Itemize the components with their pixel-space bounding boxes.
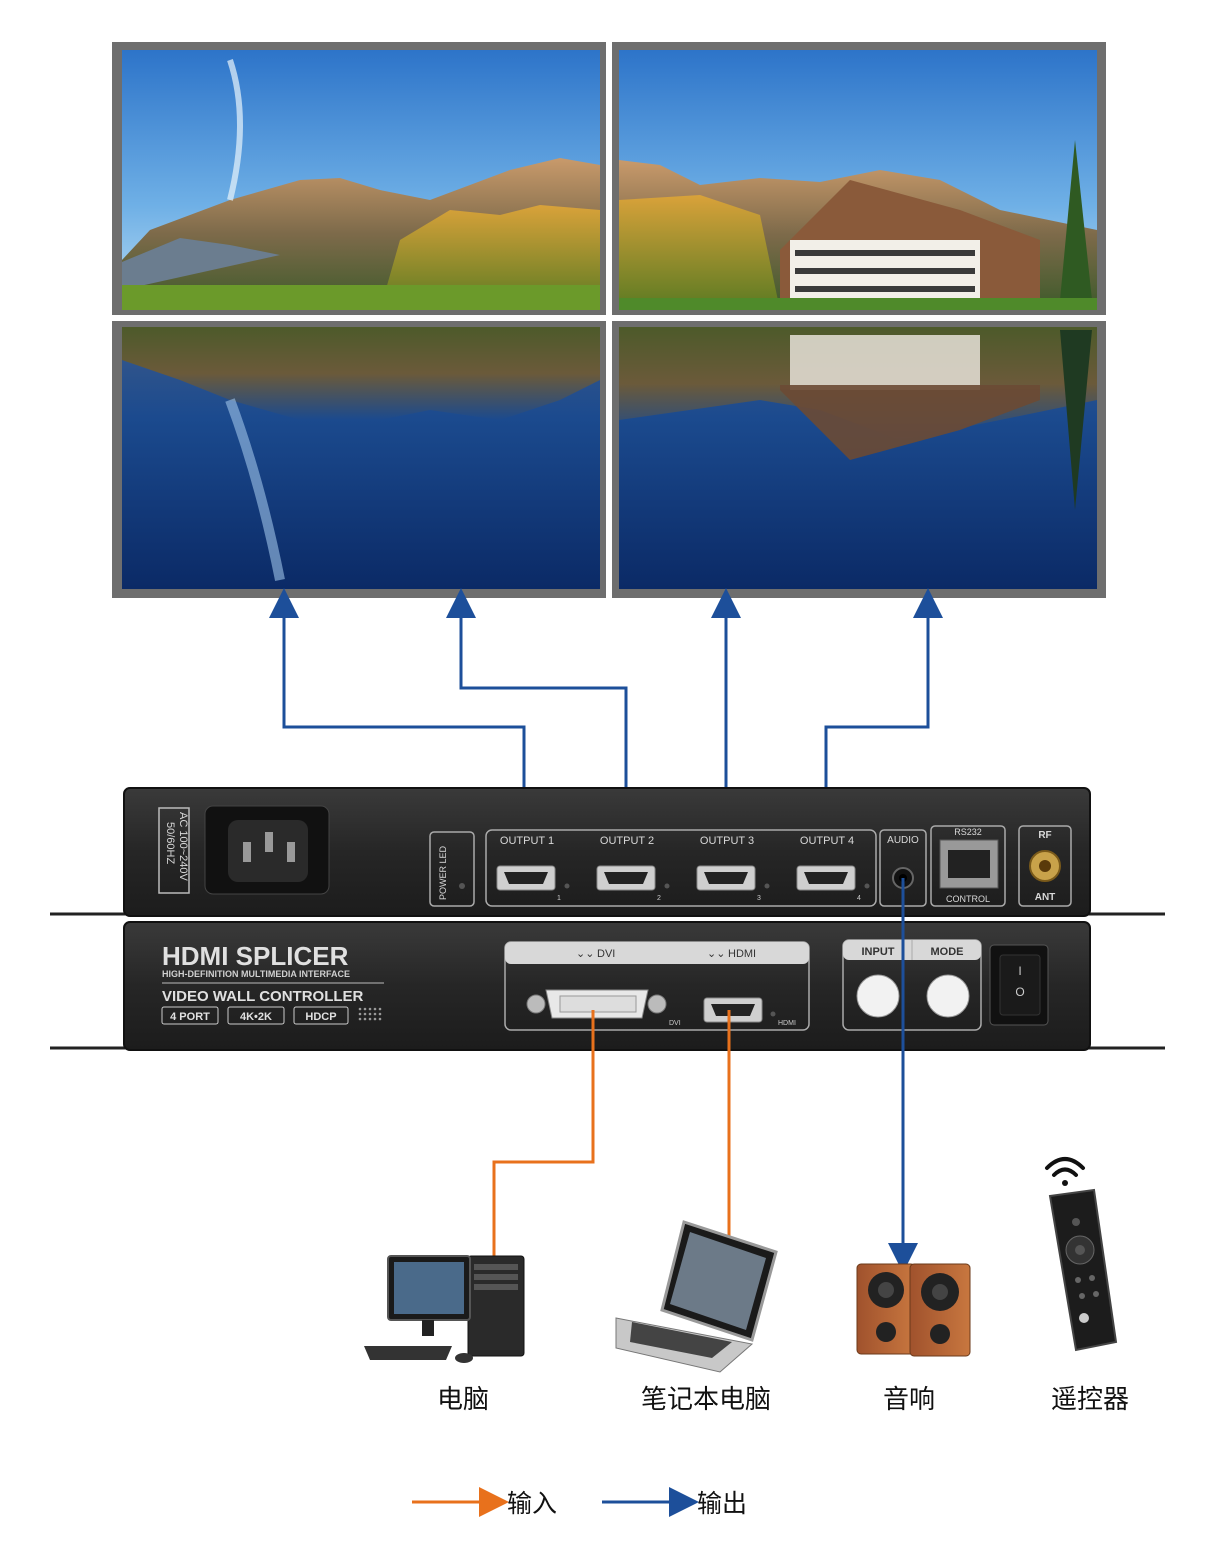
speaker-icon — [856, 1263, 971, 1357]
brand-title: HDMI SPLICER — [162, 941, 349, 971]
wifi-signal-icon — [1045, 1157, 1085, 1186]
feature-badges: 4 PORT 4K•2K HDCP — [161, 1006, 382, 1025]
badge-resolution: 4K•2K — [240, 1011, 272, 1023]
rs232-port[interactable]: RS232 CONTROL — [930, 825, 1006, 907]
screen-bottom-right — [619, 327, 1097, 589]
power-rating: AC 100~240V 50/60HZ — [158, 807, 190, 894]
device-label-laptop: 笔记本电脑 — [641, 1385, 771, 1415]
rf-label: RF — [1038, 830, 1051, 841]
power-rating-line1: AC 100~240V — [177, 812, 189, 881]
hdmi-outputs: OUTPUT 1 1 OUTPUT 2 2 OUTPUT 3 3 OUTPUT 4 4 — [496, 835, 870, 902]
rs232-label: RS232 — [954, 827, 982, 837]
input-button[interactable] — [856, 974, 900, 1018]
power-rating-line2: 50/60HZ — [164, 822, 176, 864]
hdmi-output-port-4[interactable]: OUTPUT 4 4 — [796, 835, 870, 902]
screen-bottom-left — [122, 327, 600, 589]
output-line-2 — [446, 588, 628, 878]
badge-port: 4 PORT — [170, 1011, 210, 1023]
hdmi-input-port[interactable] — [703, 997, 763, 1023]
hdmi-small-label: HDMI — [778, 1020, 796, 1027]
hdmi-chevron-icon: ⌄⌄ — [707, 948, 725, 960]
output-label-3: OUTPUT 3 — [700, 835, 754, 847]
output-led-3 — [764, 883, 770, 889]
mode-button-label: MODE — [931, 946, 964, 958]
power-switch[interactable]: I O — [989, 944, 1049, 1026]
output-number-4: 4 — [857, 895, 861, 902]
product-name: VIDEO WALL CONTROLLER — [162, 988, 364, 1005]
dvi-chevron-icon: ⌄⌄ — [576, 948, 594, 960]
dvi-head-label: DVI — [597, 948, 615, 960]
hdmi-connector-slot — [804, 872, 848, 884]
power-socket — [204, 805, 330, 895]
control-label: CONTROL — [946, 894, 990, 904]
output-number-1: 1 — [557, 895, 561, 902]
legend-input-label: 输入 — [507, 1489, 557, 1518]
output-number-3: 3 — [757, 895, 761, 902]
hdmi-head-label: HDMI — [728, 948, 756, 960]
laptop-icon — [615, 1220, 778, 1373]
legend-output-label: 输出 — [697, 1489, 747, 1518]
device-label-remote: 遥控器 — [1051, 1385, 1129, 1415]
hdmi-output-port-3[interactable]: OUTPUT 3 3 — [696, 835, 770, 902]
audio-label: AUDIO — [887, 835, 919, 846]
input-connections — [492, 1010, 731, 1258]
output-led-1 — [564, 883, 570, 889]
device-label-pc: 电脑 — [437, 1385, 489, 1415]
front-panel: HDMI SPLICER HIGH-DEFINITION MULTIMEDIA … — [50, 921, 1165, 1051]
input-button-label: INPUT — [862, 946, 895, 958]
screen-top-left — [122, 50, 600, 310]
rf-antenna-port[interactable]: RF ANT — [1018, 825, 1072, 907]
hdmi-output-port-1[interactable]: OUTPUT 1 1 — [496, 835, 570, 902]
power-led-label: POWER LED — [438, 845, 448, 900]
switch-on-label: I — [1018, 964, 1021, 978]
dvi-input-port[interactable] — [526, 989, 667, 1019]
output-number-2: 2 — [657, 895, 661, 902]
legend: 输入 输出 — [412, 1487, 747, 1518]
hdmi-connector-slot — [604, 872, 648, 884]
ant-label: ANT — [1035, 892, 1056, 903]
output-label-2: OUTPUT 2 — [600, 835, 654, 847]
brand-subtitle: HIGH-DEFINITION MULTIMEDIA INTERFACE — [162, 969, 350, 979]
switch-off-label: O — [1015, 985, 1024, 999]
dvi-small-label: DVI — [669, 1020, 681, 1027]
input-ports-area: ⌄⌄ DVI ⌄⌄ HDMI DVI HDMI — [504, 941, 810, 1031]
output-led-4 — [864, 883, 870, 889]
hdmi-connector-slot — [704, 872, 748, 884]
badge-hdcp: HDCP — [305, 1011, 336, 1023]
output-led-2 — [664, 883, 670, 889]
back-panel: AC 100~240V 50/60HZ POWER LED OUTPUT 11O… — [50, 787, 1165, 917]
remote-control-icon — [1048, 1188, 1118, 1352]
desktop-computer-icon — [364, 1255, 525, 1363]
mode-button[interactable] — [926, 974, 970, 1018]
screen-top-right — [619, 50, 1097, 310]
video-wall — [112, 42, 1106, 598]
device-label-speaker: 音响 — [883, 1385, 935, 1415]
output-label-4: OUTPUT 4 — [800, 835, 854, 847]
output-label-1: OUTPUT 1 — [500, 835, 554, 847]
input-line-dvi — [492, 1010, 595, 1258]
hdmi-connector-slot — [504, 872, 548, 884]
control-buttons-area: INPUT MODE — [842, 939, 982, 1031]
power-led-area: POWER LED — [429, 831, 475, 907]
hdmi-output-port-2[interactable]: OUTPUT 2 2 — [596, 835, 670, 902]
